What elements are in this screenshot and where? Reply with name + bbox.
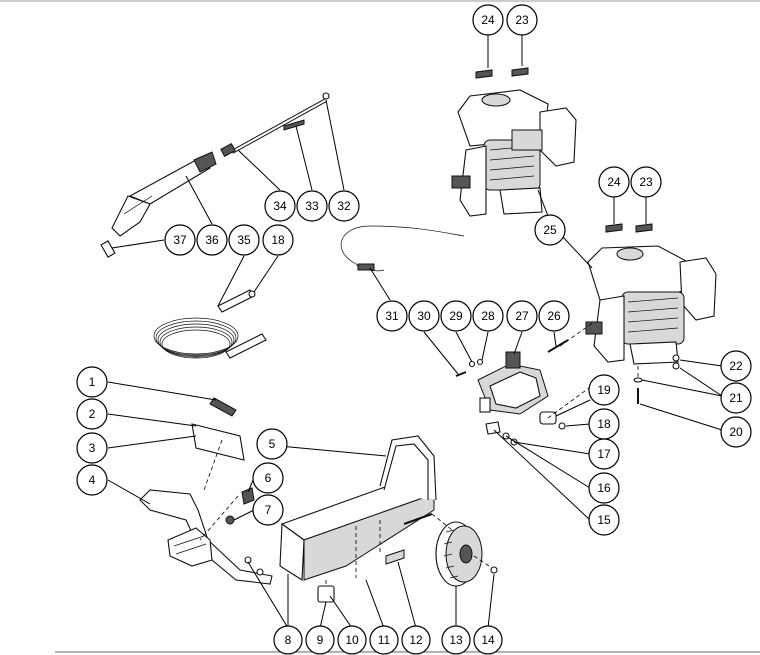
- callout-28: 28: [472, 300, 504, 332]
- svg-text:28: 28: [481, 309, 495, 323]
- callout-12: 12: [401, 625, 431, 655]
- pump-drawing: [477, 351, 566, 446]
- svg-text:15: 15: [597, 513, 611, 527]
- leader-lines: [107, 34, 723, 629]
- callout-15: 15: [588, 504, 620, 536]
- wheel-drawing: [435, 521, 498, 587]
- svg-text:37: 37: [173, 233, 187, 247]
- svg-text:8: 8: [285, 633, 292, 647]
- svg-text:18: 18: [597, 417, 611, 431]
- callout-36: 36: [196, 224, 228, 256]
- callout-1: 1: [76, 366, 108, 398]
- svg-text:22: 22: [729, 359, 743, 373]
- svg-text:16: 16: [597, 481, 611, 495]
- callout-5: 5: [256, 428, 288, 460]
- callout-29: 29: [440, 300, 472, 332]
- svg-text:23: 23: [639, 175, 653, 189]
- callout-22: 22: [720, 350, 752, 382]
- callout-34: 34: [264, 190, 296, 222]
- callout-9: 9: [305, 625, 335, 655]
- callout-32: 32: [328, 190, 360, 222]
- callout-30: 30: [408, 300, 440, 332]
- svg-text:31: 31: [385, 309, 399, 323]
- lance-drawing: [220, 92, 330, 158]
- gun-drawing: [100, 151, 217, 258]
- svg-text:13: 13: [449, 633, 463, 647]
- svg-text:11: 11: [378, 633, 391, 647]
- engine-right-drawing: [585, 245, 717, 365]
- callout-23-right: 23: [630, 166, 662, 198]
- svg-text:19: 19: [597, 383, 611, 397]
- frame-handle-drawing: [139, 489, 273, 585]
- svg-text:27: 27: [515, 309, 529, 323]
- callout-10: 10: [337, 625, 367, 655]
- callout-11: 11: [369, 625, 399, 655]
- callout-8: 8: [273, 625, 303, 655]
- callout-19: 19: [588, 374, 620, 406]
- cart-frame-drawing: [279, 435, 437, 603]
- callout-17: 17: [588, 438, 620, 470]
- callout-25: 25: [534, 214, 566, 246]
- callout-33: 33: [296, 190, 328, 222]
- callout-18-right: 18: [588, 408, 620, 440]
- svg-text:3: 3: [89, 441, 96, 455]
- callout-37: 37: [164, 224, 196, 256]
- svg-text:29: 29: [449, 309, 463, 323]
- svg-text:7: 7: [265, 503, 272, 517]
- svg-text:24: 24: [607, 175, 621, 189]
- callout-13: 13: [441, 625, 471, 655]
- svg-text:1: 1: [89, 375, 96, 389]
- callout-21: 21: [720, 382, 752, 414]
- callout-14: 14: [473, 625, 503, 655]
- svg-text:36: 36: [205, 233, 219, 247]
- svg-text:23: 23: [515, 13, 529, 27]
- svg-text:5: 5: [269, 437, 276, 451]
- callout-2: 2: [76, 398, 108, 430]
- callout-26: 26: [538, 300, 570, 332]
- engine-top-drawing: [451, 89, 577, 217]
- svg-text:14: 14: [481, 633, 495, 647]
- svg-text:2: 2: [89, 407, 96, 421]
- callout-18-left: 18: [262, 224, 294, 256]
- svg-text:6: 6: [265, 471, 272, 485]
- svg-text:35: 35: [237, 233, 251, 247]
- callout-20: 20: [720, 416, 752, 448]
- svg-text:20: 20: [729, 425, 743, 439]
- svg-text:30: 30: [417, 309, 431, 323]
- frame-decals-drawing: [191, 397, 255, 525]
- siphon-hose-drawing: [340, 225, 465, 272]
- callout-3: 3: [76, 432, 108, 464]
- svg-text:10: 10: [345, 633, 359, 647]
- callout-16: 16: [588, 472, 620, 504]
- svg-text:9: 9: [317, 633, 324, 647]
- svg-text:4: 4: [89, 473, 96, 487]
- callout-31: 31: [376, 300, 408, 332]
- svg-text:25: 25: [543, 223, 557, 237]
- svg-text:32: 32: [337, 199, 351, 213]
- callout-27: 27: [506, 300, 538, 332]
- svg-text:33: 33: [305, 199, 319, 213]
- callout-4: 4: [76, 464, 108, 496]
- callout-7: 7: [252, 494, 284, 526]
- svg-text:12: 12: [409, 633, 423, 647]
- assembly-dashed-lines: [199, 321, 639, 586]
- decal-parts: [475, 67, 653, 233]
- hose-drawing: [153, 289, 267, 359]
- svg-text:17: 17: [597, 447, 611, 461]
- callout-23-top: 23: [506, 4, 538, 36]
- callout-6: 6: [252, 462, 284, 494]
- svg-text:21: 21: [729, 391, 743, 405]
- svg-text:18: 18: [271, 233, 285, 247]
- engine-mount-hardware: [633, 354, 680, 404]
- svg-text:26: 26: [547, 309, 561, 323]
- callout-35: 35: [228, 224, 260, 256]
- svg-text:34: 34: [273, 199, 287, 213]
- callout-24-right: 24: [598, 166, 630, 198]
- svg-text:24: 24: [481, 13, 495, 27]
- callout-24-top: 24: [472, 4, 504, 36]
